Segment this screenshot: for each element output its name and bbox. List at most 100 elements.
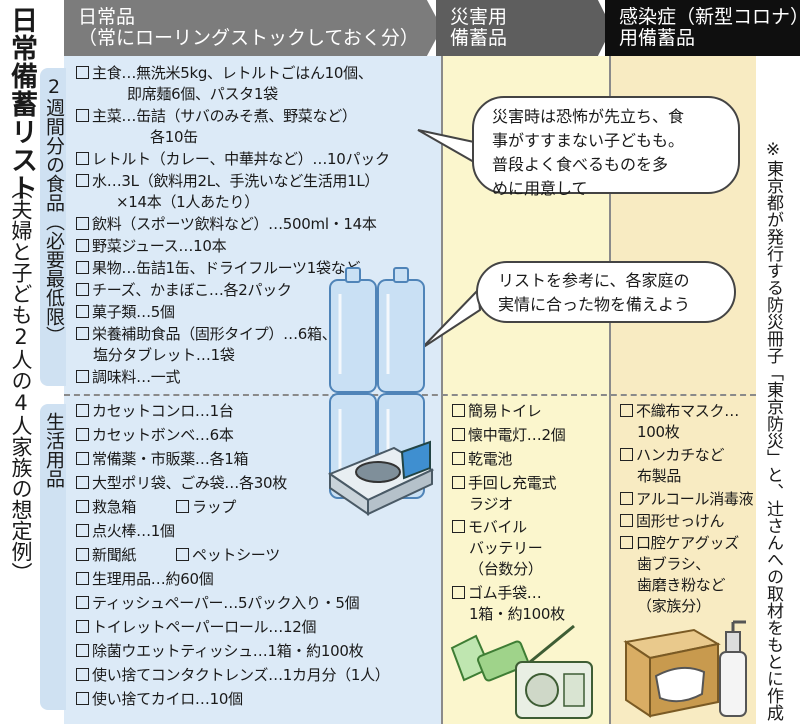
food-item-nutrition[interactable]: 栄養補助食品（固形タイプ）…6箱、塩分タブレット…1袋: [76, 324, 337, 366]
mask-and-sanitizer-icons: [623, 620, 747, 718]
food-item-fruit[interactable]: 果物…缶詰1缶、ドライフルーツ1袋など: [76, 258, 360, 279]
checkbox[interactable]: [620, 448, 633, 461]
supply-item-heat-pack[interactable]: 使い捨てカイロ…10個: [76, 689, 243, 710]
supply-item-newspaper[interactable]: 新聞紙: [76, 545, 136, 566]
speech-bubble-1: 災害時は恐怖が先立ち、食 事がすすまない子どもも。 普段よく食べるものを多 めに…: [472, 96, 740, 198]
checkbox[interactable]: [76, 66, 89, 79]
disaster-item-battery-pack[interactable]: モバイルバッテリー（台数分）: [452, 517, 543, 580]
infection-item-oral-care[interactable]: 口腔ケアグッズ歯ブラシ、歯磨き粉など（家族分）: [620, 533, 739, 617]
section-tab-supplies: 生活用品: [40, 404, 66, 710]
supply-item-contact-lens[interactable]: 使い捨てコンタクトレンズ…1カ月分（1人）: [76, 665, 390, 686]
page-title: 日常備蓄リスト: [6, 6, 37, 202]
mask-box-icon: [623, 628, 721, 718]
page-subtitle: （夫婦と子ども2人の4人家族の想定例）: [9, 178, 33, 583]
supply-item-first-aid[interactable]: 救急箱: [76, 497, 136, 518]
checkbox[interactable]: [76, 548, 89, 561]
checkbox[interactable]: [176, 500, 189, 513]
supply-item-tissue[interactable]: ティッシュペーパー…5パック入り・5個: [76, 593, 360, 614]
food-item-cheese[interactable]: チーズ、かまぼこ…各2パック: [76, 280, 292, 301]
food-item-water[interactable]: 水…3L（飲料用2L、手洗いなど生活用1L）×14本（1人あたり）: [76, 171, 379, 213]
header-daily: 日常品 （常にローリングストックしておく分）: [64, 0, 442, 56]
flashlight-radio-icons: [450, 624, 593, 719]
infection-item-soap[interactable]: 固形せっけん: [620, 511, 725, 532]
flashlight-icon: [450, 634, 529, 682]
checkbox[interactable]: [452, 452, 465, 465]
checkbox[interactable]: [76, 668, 89, 681]
checkbox[interactable]: [452, 428, 465, 441]
header-infection-line2: 用備蓄品: [619, 27, 696, 49]
checkbox[interactable]: [76, 261, 89, 274]
header-daily-title: 日常品: [78, 6, 136, 28]
checkbox[interactable]: [76, 217, 89, 230]
checkbox[interactable]: [452, 586, 465, 599]
checkbox[interactable]: [76, 596, 89, 609]
checkbox[interactable]: [76, 572, 89, 585]
radio-icon: [515, 624, 593, 719]
disaster-item-flashlight[interactable]: 懐中電灯…2個: [452, 425, 566, 446]
checkbox[interactable]: [620, 404, 633, 417]
disaster-item-toilet[interactable]: 簡易トイレ: [452, 401, 542, 422]
checkbox[interactable]: [76, 452, 89, 465]
checkbox[interactable]: [76, 305, 89, 318]
checkbox[interactable]: [620, 536, 633, 549]
supply-item-wet-tissue[interactable]: 除菌ウエットティッシュ…1箱・約100枚: [76, 641, 364, 662]
supply-item-gas-canister[interactable]: カセットボンベ…6本: [76, 425, 234, 446]
supply-item-cassette-stove[interactable]: カセットコンロ…1台: [76, 401, 234, 422]
checkbox[interactable]: [176, 548, 189, 561]
supply-item-sanitary[interactable]: 生理用品…約60個: [76, 569, 214, 590]
checkbox[interactable]: [76, 404, 89, 417]
checkbox[interactable]: [76, 327, 89, 340]
checkbox[interactable]: [76, 620, 89, 633]
checkbox[interactable]: [452, 404, 465, 417]
food-item-snacks[interactable]: 菓子類…5個: [76, 302, 175, 323]
supply-item-medicine[interactable]: 常備薬・市販薬…各1箱: [76, 449, 249, 470]
checkbox[interactable]: [76, 428, 89, 441]
checkbox[interactable]: [76, 239, 89, 252]
checkbox[interactable]: [76, 692, 89, 705]
speech-bubble-2: リストを参考に、各家庭の 実情に合った物を備えよう: [476, 261, 736, 323]
header-infection: 感染症（新型コロナ） 用備蓄品: [605, 0, 800, 56]
disaster-item-radio[interactable]: 手回し充電式ラジオ: [452, 473, 557, 515]
header-disaster-line1: 災害用: [450, 6, 508, 28]
header-disaster: 災害用 備蓄品: [436, 0, 612, 56]
food-item-seasoning[interactable]: 調味料…一式: [76, 367, 181, 388]
source-note: ※東京都が発行する防災冊子「東京防災」と、辻さんへの取材をもとに作成: [763, 140, 783, 721]
food-item-drinks[interactable]: 飲料（スポーツ飲料など）…500ml・14本: [76, 214, 377, 235]
checkbox[interactable]: [452, 476, 465, 489]
checkbox[interactable]: [76, 283, 89, 296]
food-item-main-dish[interactable]: 主菜…缶詰（サバのみそ煮、野菜など）各10缶: [76, 106, 357, 148]
disaster-item-gloves[interactable]: ゴム手袋…1箱・約100枚: [452, 583, 565, 625]
header-daily-subtitle: （常にローリングストックしておく分）: [78, 27, 419, 49]
checkbox[interactable]: [76, 524, 89, 537]
supply-item-lighter[interactable]: 点火棒…1個: [76, 521, 175, 542]
checkbox[interactable]: [76, 476, 89, 489]
supply-item-plastic-bags[interactable]: 大型ポリ袋、ごみ袋…各30枚: [76, 473, 287, 494]
section-tab-food: 2週間分の食品（必要最低限）: [40, 68, 66, 386]
column-divider: [609, 56, 611, 724]
checkbox[interactable]: [452, 520, 465, 533]
infection-item-alcohol[interactable]: アルコール消毒液: [620, 489, 754, 510]
checkbox[interactable]: [620, 514, 633, 527]
infection-item-mask[interactable]: 不織布マスク…100枚: [620, 401, 739, 443]
bubble1-tail: [417, 129, 475, 164]
infection-item-handkerchief[interactable]: ハンカチなど布製品: [620, 445, 725, 487]
checkbox[interactable]: [76, 500, 89, 513]
disaster-item-batteries[interactable]: 乾電池: [452, 449, 512, 470]
checkbox[interactable]: [76, 174, 89, 187]
checkbox[interactable]: [620, 492, 633, 505]
daily-column-bg: [64, 56, 442, 724]
column-divider: [441, 56, 443, 724]
checkbox[interactable]: [76, 152, 89, 165]
food-item-staple[interactable]: 主食…無洗米5kg、レトルトごはん10個、即席麺6個、パスタ1袋: [76, 63, 373, 105]
supply-item-wrap[interactable]: ラップ: [176, 497, 236, 518]
supply-item-toilet-paper[interactable]: トイレットペーパーロール…12個: [76, 617, 316, 638]
food-item-retort[interactable]: レトルト（カレー、中華丼など）…10パック: [76, 149, 390, 170]
checkbox[interactable]: [76, 644, 89, 657]
sanitizer-bottle-icon: [719, 620, 747, 717]
food-item-vegetable-juice[interactable]: 野菜ジュース…10本: [76, 236, 227, 257]
header-infection-line1: 感染症（新型コロナ）: [619, 6, 800, 28]
checkbox[interactable]: [76, 370, 89, 383]
header-disaster-line2: 備蓄品: [450, 27, 508, 49]
supply-item-pet-sheets[interactable]: ペットシーツ: [176, 545, 280, 566]
checkbox[interactable]: [76, 109, 89, 122]
